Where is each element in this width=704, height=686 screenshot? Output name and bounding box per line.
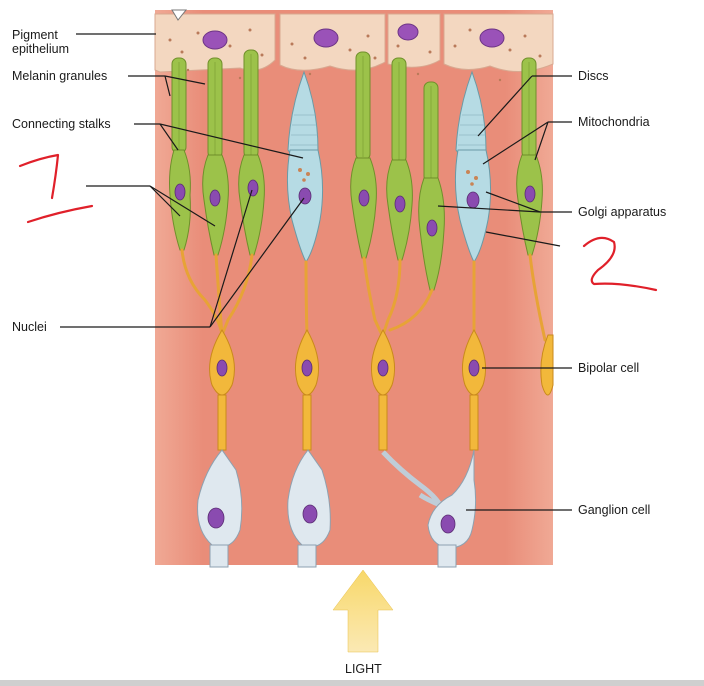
bottom-divider xyxy=(0,680,704,686)
leader-lines xyxy=(60,33,572,511)
handwritten-annotations xyxy=(18,153,658,292)
label-melanin-granules: Melanin granules xyxy=(12,69,108,83)
handwritten-1-underline xyxy=(26,204,94,224)
label-discs: Discs xyxy=(578,69,609,83)
label-nuclei: Nuclei xyxy=(12,320,47,334)
handwritten-1-mark xyxy=(18,153,60,200)
label-ganglion-cell: Ganglion cell xyxy=(578,503,651,517)
label-golgi-apparatus: Golgi apparatus xyxy=(578,205,667,219)
label-light: LIGHT xyxy=(345,662,382,676)
synaptic-terminals xyxy=(180,248,547,342)
label-connecting-stalks: Connecting stalks xyxy=(12,117,111,131)
light-arrow-icon xyxy=(332,569,394,653)
handwritten-2-mark xyxy=(582,236,658,292)
label-bipolar-cell: Bipolar cell xyxy=(578,361,640,375)
cone-cells xyxy=(286,70,492,263)
label-mitochondria: Mitochondria xyxy=(578,115,650,129)
label-pigment-epithelium: Pigment epithelium xyxy=(12,28,69,56)
